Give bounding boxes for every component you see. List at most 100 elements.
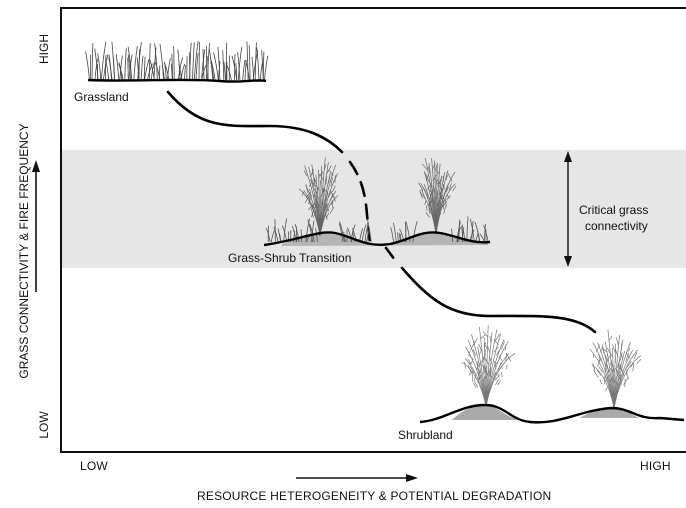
grass-shrub-transition-illustration [263, 157, 491, 247]
grass-blade [293, 230, 295, 243]
grass-blade [259, 62, 263, 81]
grass-blade [201, 49, 206, 81]
grass-blade [184, 65, 186, 81]
grass-blade [171, 53, 173, 81]
grass-blade [192, 42, 195, 81]
grass-blade [213, 52, 219, 81]
grass-blade [245, 60, 250, 81]
diagram-frame [60, 7, 686, 453]
grass-blade [133, 46, 138, 81]
grass-blade [248, 45, 251, 81]
grass-blade [210, 61, 215, 81]
grass-blade [265, 227, 271, 243]
grass-blade [262, 51, 265, 81]
grass-blade [226, 65, 232, 81]
grass-blade [108, 57, 113, 81]
grass-blade [309, 224, 315, 243]
grass-blade [207, 43, 210, 81]
grass-blade [222, 50, 225, 81]
grass-blade [456, 221, 461, 243]
transition-label: Grass-Shrub Transition [228, 251, 352, 265]
y-axis-arrow [32, 160, 40, 292]
grass-blade [405, 221, 411, 243]
grass-blade [97, 53, 102, 81]
grass-blade [352, 231, 355, 243]
grass-blade [193, 40, 199, 81]
x-axis-title: RESOURCE HETEROGENEITY & POTENTIAL DEGRA… [197, 489, 552, 503]
grass-blade [246, 41, 249, 81]
shrubland-label: Shrubland [398, 428, 453, 442]
grass-blade [177, 57, 183, 81]
grass-blade [161, 64, 165, 81]
grass-blade [202, 48, 205, 81]
grass-blade [254, 42, 257, 81]
grass-blade [393, 222, 397, 243]
grass-blade [251, 56, 255, 81]
grass-blade [283, 218, 288, 243]
grass-blade [153, 47, 157, 81]
grass-blade [94, 58, 99, 81]
grass-blade [223, 61, 226, 81]
grass-blade [311, 220, 315, 243]
grass-blade [177, 49, 181, 81]
grass-blade [242, 59, 246, 81]
grass-blade [361, 224, 367, 243]
grass-blade [366, 218, 372, 243]
grass-blade [91, 43, 94, 81]
grass-blade [195, 53, 199, 81]
grass-blade [127, 57, 129, 81]
grass-blade [140, 55, 144, 81]
shrub [418, 158, 457, 235]
grass-blade [94, 48, 99, 81]
grass-blade [178, 64, 183, 81]
grass-blade [143, 56, 146, 81]
grass-blade [85, 51, 90, 81]
critical-connectivity-band [61, 150, 686, 268]
grass-blade [477, 230, 480, 243]
x-axis-low-label: LOW [80, 459, 108, 473]
critical-band-double-arrow [564, 151, 572, 267]
grass-blade [209, 57, 216, 81]
grass-blade [307, 219, 313, 243]
grass-blade [217, 46, 221, 81]
grass-blade [364, 227, 368, 243]
grass-blade [111, 41, 115, 81]
critical-band-label-line1: Critical grass [579, 203, 649, 217]
grass-blade [347, 227, 353, 243]
grass-blade [225, 42, 228, 81]
y-axis-low-label: LOW [37, 411, 51, 439]
grass-blade [291, 225, 297, 243]
grass-blade [105, 58, 110, 81]
grass-blade [339, 221, 345, 243]
grass-blade [136, 57, 140, 81]
grass-blade [231, 55, 238, 81]
grass-blade [237, 47, 243, 81]
grass-blade [273, 226, 279, 243]
grass-blade [300, 229, 303, 243]
grass-blade [390, 227, 394, 243]
critical-band-label-line2: connectivity [585, 219, 648, 233]
y-axis-high-label: HIGH [37, 34, 51, 64]
grass-blade [483, 224, 489, 243]
grass-blade [100, 41, 107, 81]
grass-blade [469, 218, 475, 243]
shrub [589, 329, 642, 409]
y-axis-title: GRASS CONNECTIVITY & FIRE FREQUENCY [17, 123, 31, 379]
grass-blade [163, 61, 170, 81]
grass-blade [127, 46, 133, 81]
grass-blade [118, 63, 124, 81]
grass-blade [483, 223, 486, 243]
grass-blade [173, 46, 175, 81]
grass-blade [237, 51, 241, 81]
grass-blade [119, 55, 123, 81]
grass-blade [159, 44, 164, 81]
grass-blade [412, 221, 418, 243]
grass-blade [338, 223, 344, 243]
grass-blade [189, 42, 192, 81]
grass-blade [164, 64, 167, 81]
grass-blade [167, 58, 171, 81]
grass-blade [305, 218, 310, 243]
x-axis-high-label: HIGH [640, 459, 671, 473]
grass-blade [180, 63, 186, 81]
